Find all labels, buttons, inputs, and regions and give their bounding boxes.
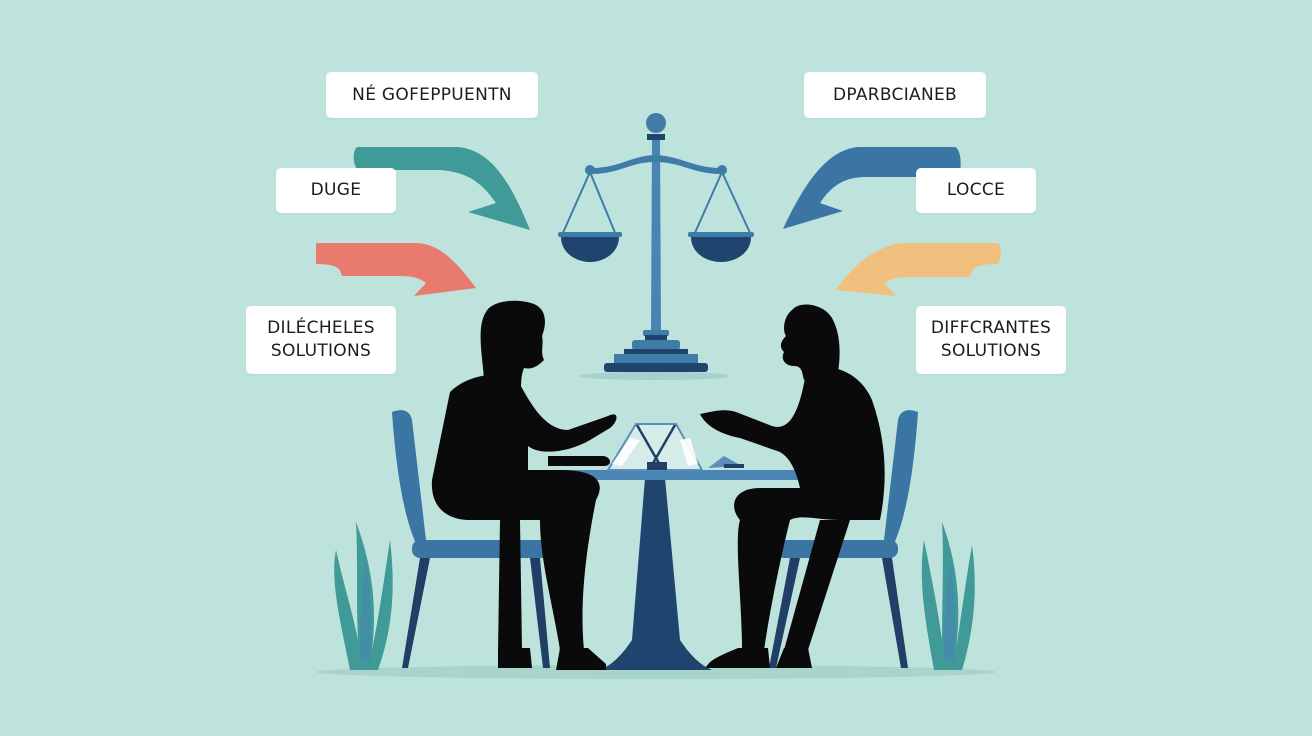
label-bottom-left-line2: SOLUTIONS bbox=[270, 341, 372, 361]
person-left-silhouette bbox=[431, 300, 617, 670]
arrow-coral-icon bbox=[316, 243, 476, 296]
chair-right bbox=[769, 410, 918, 668]
label-top-right: DPARBCIANEB bbox=[804, 72, 986, 118]
arrow-peach-icon bbox=[836, 243, 1001, 296]
label-mid-right-text: LOCCE bbox=[946, 180, 1006, 200]
label-mid-left-text: DUGE bbox=[310, 180, 362, 200]
label-top-left-text: NÉ GOFEPPUENTN bbox=[352, 84, 512, 105]
person-right-silhouette bbox=[700, 304, 885, 668]
label-mid-left: DUGE bbox=[276, 168, 396, 213]
scale-shadow bbox=[580, 372, 730, 380]
arrow-blue-icon bbox=[783, 147, 961, 229]
laptop-icon bbox=[606, 423, 744, 471]
label-bottom-left-line1: DILÉCHELES bbox=[267, 318, 375, 338]
plant-right-icon bbox=[921, 522, 975, 670]
plant-left-icon bbox=[334, 522, 393, 670]
label-bottom-left: DILÉCHELES SOLUTIONS bbox=[246, 306, 396, 374]
label-top-right-text: DPARBCIANEB bbox=[833, 84, 957, 105]
label-mid-right: LOCCE bbox=[916, 168, 1036, 213]
label-top-left: NÉ GOFEPPUENTN bbox=[326, 72, 538, 118]
arrow-teal-icon bbox=[353, 147, 530, 230]
ground-shadow bbox=[316, 665, 996, 679]
label-bottom-right: DIFFCRANTES SOLUTIONS bbox=[916, 306, 1066, 374]
scales-of-justice-icon bbox=[558, 113, 754, 372]
label-bottom-right-line1: DIFFCRANTES bbox=[930, 318, 1052, 338]
label-bottom-right-line2: SOLUTIONS bbox=[940, 341, 1042, 361]
